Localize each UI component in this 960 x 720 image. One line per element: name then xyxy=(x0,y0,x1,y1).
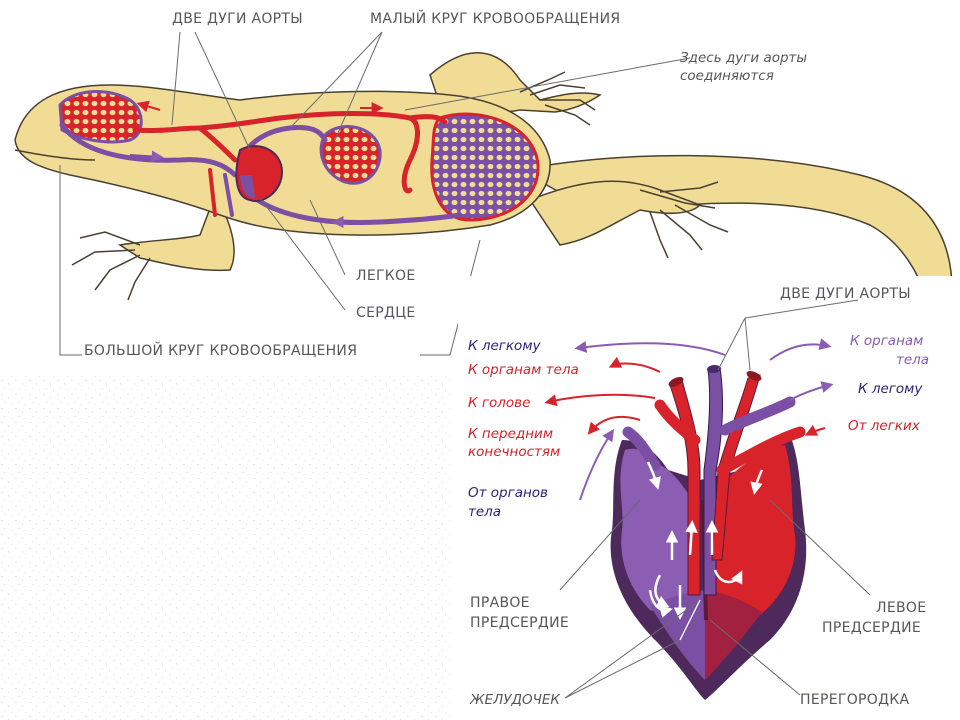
vessel-red-right xyxy=(711,374,761,561)
label-from-body-organs-line1: От органов xyxy=(468,485,548,501)
heart-illustration xyxy=(610,364,807,700)
label-to-body-organs-left: К органам тела xyxy=(468,362,579,378)
label-to-body-organs-right-line1: К органам xyxy=(850,333,923,349)
label-to-body-organs-right-line2: тела xyxy=(896,352,929,368)
label-arches-join-line1: Здесь дуги аорты xyxy=(680,50,807,66)
head-capillary-net xyxy=(58,90,143,144)
lizard-front-leg xyxy=(117,193,235,272)
lizard-hind-leg xyxy=(528,180,702,246)
lung-capillary-net xyxy=(319,125,382,185)
label-to-lung-right: К легому xyxy=(858,381,923,397)
label-heart: СЕРДЦЕ xyxy=(356,305,416,321)
external-flow-arrows xyxy=(544,338,834,501)
background-noise xyxy=(0,375,450,720)
label-to-lung-left: К легкому xyxy=(468,338,542,354)
label-to-forelimbs-line1: К передним xyxy=(468,426,553,442)
label-septum: ПЕРЕГОРОДКА xyxy=(800,692,910,708)
heart-leader-lines xyxy=(559,299,871,699)
label-pulmonary-circulation: МАЛЫЙ КРУГ КРОВООБРАЩЕНИЯ xyxy=(370,9,620,27)
label-left-atrium-line2: ПРЕДСЕРДИЕ xyxy=(822,620,921,636)
label-arches-join-line2: соединяются xyxy=(680,68,774,84)
vessel-purple xyxy=(703,367,724,596)
label-to-forelimbs-line2: конечностям xyxy=(468,444,560,460)
label-to-head: К голове xyxy=(468,395,530,411)
internal-flow-arrows xyxy=(646,461,764,620)
label-lung: ЛЕГКОЕ xyxy=(356,268,416,284)
label-left-atrium-line1: ЛЕВОЕ xyxy=(876,600,926,616)
label-from-lungs: От легких xyxy=(848,418,921,434)
label-right-atrium-line1: ПРАВОЕ xyxy=(470,595,530,611)
label-ventricle: ЖЕЛУДОЧЕК xyxy=(469,692,561,708)
lizard-vessels xyxy=(59,111,463,225)
label-systemic-circulation: БОЛЬШОЙ КРУГ КРОВООБРАЩЕНИЯ xyxy=(84,341,357,359)
right-atrium xyxy=(620,448,692,620)
label-from-body-organs-line2: тела xyxy=(468,504,501,520)
label-two-aortic-arches: ДВЕ ДУГИ АОРТЫ xyxy=(172,11,303,27)
body-capillary-net xyxy=(430,112,540,222)
heart-title: ДВЕ ДУГИ АОРТЫ xyxy=(780,286,911,302)
label-right-atrium-line2: ПРЕДСЕРДИЕ xyxy=(470,615,569,631)
